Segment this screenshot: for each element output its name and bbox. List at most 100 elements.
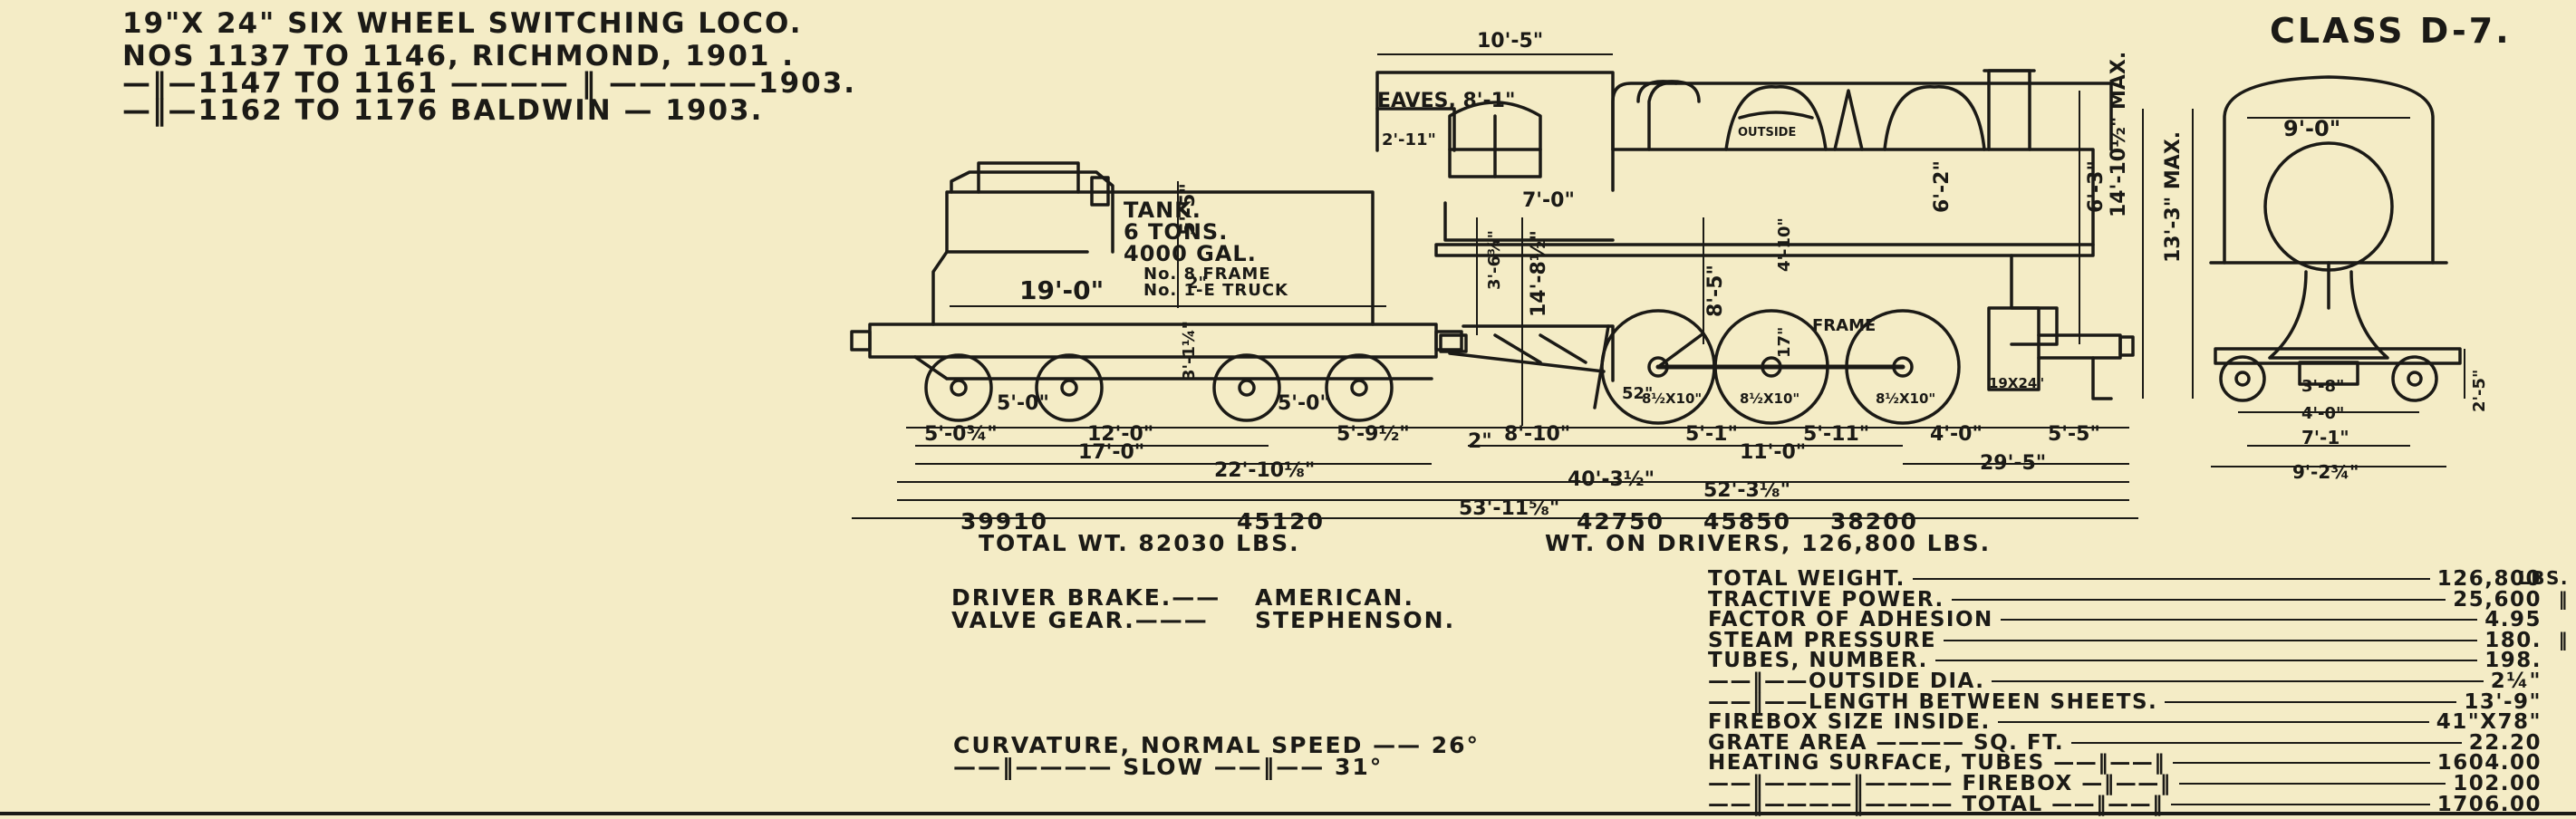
spec-row: ——‖——LENGTH BETWEEN SHEETS.13'-9" [1708,689,2560,714]
front-7-1: 7'-1" [2301,427,2349,448]
spec-value: 25,600 [2453,587,2542,612]
spec-value: 102.00 [2453,772,2542,795]
spec-value: 1604.00 [2436,751,2542,776]
dim-17-0: 17'-0" [1078,441,1144,464]
weight-on-drivers: WT. ON DRIVERS, 126,800 LBS. [1545,530,1991,556]
tender-5-5-dim: 5'-5" [1177,183,1200,236]
height-2-11-dim: 2'-11" [1382,130,1436,149]
order-line-1: NOS 1137 TO 1146, RICHMOND, 1901 . [122,40,796,72]
spec-value: 180. [2484,628,2542,652]
dim-29-5: 29'-5" [1980,452,2046,475]
spec-label: FIREBOX SIZE INSIDE. [1708,710,1991,735]
tender-outline [850,161,1463,381]
spec-label: FACTOR OF ADHESION [1708,608,1993,632]
driver-brake-value: AMERICAN. [1255,584,1414,611]
tender-2-dim: 2" [1187,274,1207,293]
dim-53-1158: 53'-11⅝" [1459,497,1559,520]
driver-weight-1: 42750 [1577,508,1664,535]
tank-label: TANK. [1124,198,1201,223]
spec-value: 22.20 [2468,730,2542,755]
frame-label: FRAME [1812,316,1876,335]
spec-label: TRACTIVE POWER. [1708,587,1944,612]
spec-row: HEATING SURFACE, TUBES ——‖——‖ 1604.00 [1708,751,2560,776]
spec-label: ——‖————‖———— FIREBOX —‖——‖ [1708,772,2172,795]
spec-row: ——‖————‖———— TOTAL ——‖——‖1706.00 [1708,793,2560,816]
spec-leader-line [1952,598,2446,601]
order-line-3: —‖—1162 TO 1176 BALDWIN — 1903. [122,94,764,127]
total-weight: TOTAL WT. 82030 LBS. [979,530,1300,556]
dim-8-10: 8'-10" [1504,423,1570,446]
tank-gallons: 4000 GAL. [1124,241,1257,266]
spec-label: HEATING SURFACE, TUBES ——‖——‖ [1708,751,2166,776]
height-17-dim: 17" [1775,327,1794,358]
locomotive-driving-wheels [1600,309,1961,425]
spec-row: ——‖————‖———— FIREBOX —‖——‖ 102.00 [1708,772,2560,795]
dim-5-1: 5'-1" [1685,423,1738,446]
height-8-5-dim: 8'-5" [1704,265,1727,317]
bottom-border [0,812,2576,815]
driver-brake-label: DRIVER BRAKE.—— [951,584,1221,611]
spec-row: GRATE AREA ———— SQ. FT.22.20 [1708,730,2560,755]
dim-5-5: 5'-5" [2048,423,2100,446]
outside-label: OUTSIDE [1738,126,1796,140]
weight-2: 45120 [1237,508,1325,535]
valve-gear-label: VALVE GEAR.——— [951,607,1209,633]
dim-4-0: 4'-0" [1930,423,1983,446]
tender-wheels [924,353,1394,422]
truck-wheelbase-2-dim: 5'-0" [1278,392,1330,415]
driver-weight-2: 45850 [1703,508,1791,535]
spec-row: TRACTIVE POWER.25,600‖ [1708,587,2568,612]
spec-value: 4.95 [2484,608,2542,632]
spec-row: FACTOR OF ADHESION 4.95 [1708,608,2560,632]
dim-2: 2" [1468,430,1492,453]
front-elevation [2209,75,2462,402]
spec-row: TUBES, NUMBER.198. [1708,649,2560,672]
axle-journal-3: 8½X10" [1876,390,1935,407]
drawing-title: 19"X 24" SIX WHEEL SWITCHING LOCO. [122,7,803,40]
front-3-8: 3'-8" [2301,377,2344,396]
front-2-5: 2'-5" [2470,370,2489,412]
spec-leader-line [2179,783,2446,785]
spec-leader-line [1992,680,2484,682]
height-13-3-dim: 13'-3" MAX. [2162,131,2185,263]
spec-row: FIREBOX SIZE INSIDE. 41"X78" [1708,710,2560,735]
cab-width-dim: 10'-5" [1477,30,1543,53]
spec-row: ——‖——OUTSIDE DIA.2¼" [1708,670,2560,693]
truck-wheelbase-1-dim: 5'-0" [997,392,1049,415]
spec-leader-line [1935,660,2477,662]
axle-journal-1: 8½X10" [1642,390,1702,407]
tender-3-114-dim: 3'-1¼" [1180,321,1199,381]
dim-40-312: 40'-3½" [1568,468,1655,491]
height-4-10-dim: 4'-10" [1775,217,1794,272]
dim-52-318: 52'-3⅛" [1703,479,1790,502]
dim-5-11: 5'-11" [1803,423,1869,446]
spec-value: 13'-9" [2464,689,2542,714]
driver-diameter-dim: 52" [1622,384,1653,403]
curvature-slow: ——‖———— SLOW ——‖—— 31° [953,754,1384,780]
spec-leader-line [1913,578,2430,580]
dim-22-1018: 22'-10⅛" [1214,459,1315,482]
spec-leader-line [2165,700,2456,703]
spec-value: 41"X78" [2436,710,2542,735]
front-width-9-0: 9'-0" [2283,116,2340,141]
driver-weight-3: 38200 [1830,508,1918,535]
spec-label: ——‖——OUTSIDE DIA. [1708,670,1985,693]
spec-label: STEAM PRESSURE [1708,628,1937,652]
height-14-812-dim: 14'-8½" [1528,230,1550,317]
spec-leader-line [1944,639,2477,641]
front-4-0: 4'-0" [2301,404,2344,423]
dim-5-034: 5'-0¾" [924,423,998,446]
dim-11-0: 11'-0" [1740,441,1806,464]
weight-1: 39910 [960,508,1048,535]
truck-number: No. 1-E TRUCK [1143,281,1288,300]
class-label: CLASS D-7. [2270,11,2512,51]
height-3-634-dim: 3'-6¾" [1485,230,1504,290]
valve-gear-value: STEPHENSON. [1255,607,1456,633]
frame-number: No. 8 FRAME [1143,265,1271,284]
height-6-3-dim: 6'-3" [2085,160,2108,213]
spec-leader-line [2071,741,2462,744]
driver-brake-row: DRIVER BRAKE.—— AMERICAN. [951,584,1414,611]
